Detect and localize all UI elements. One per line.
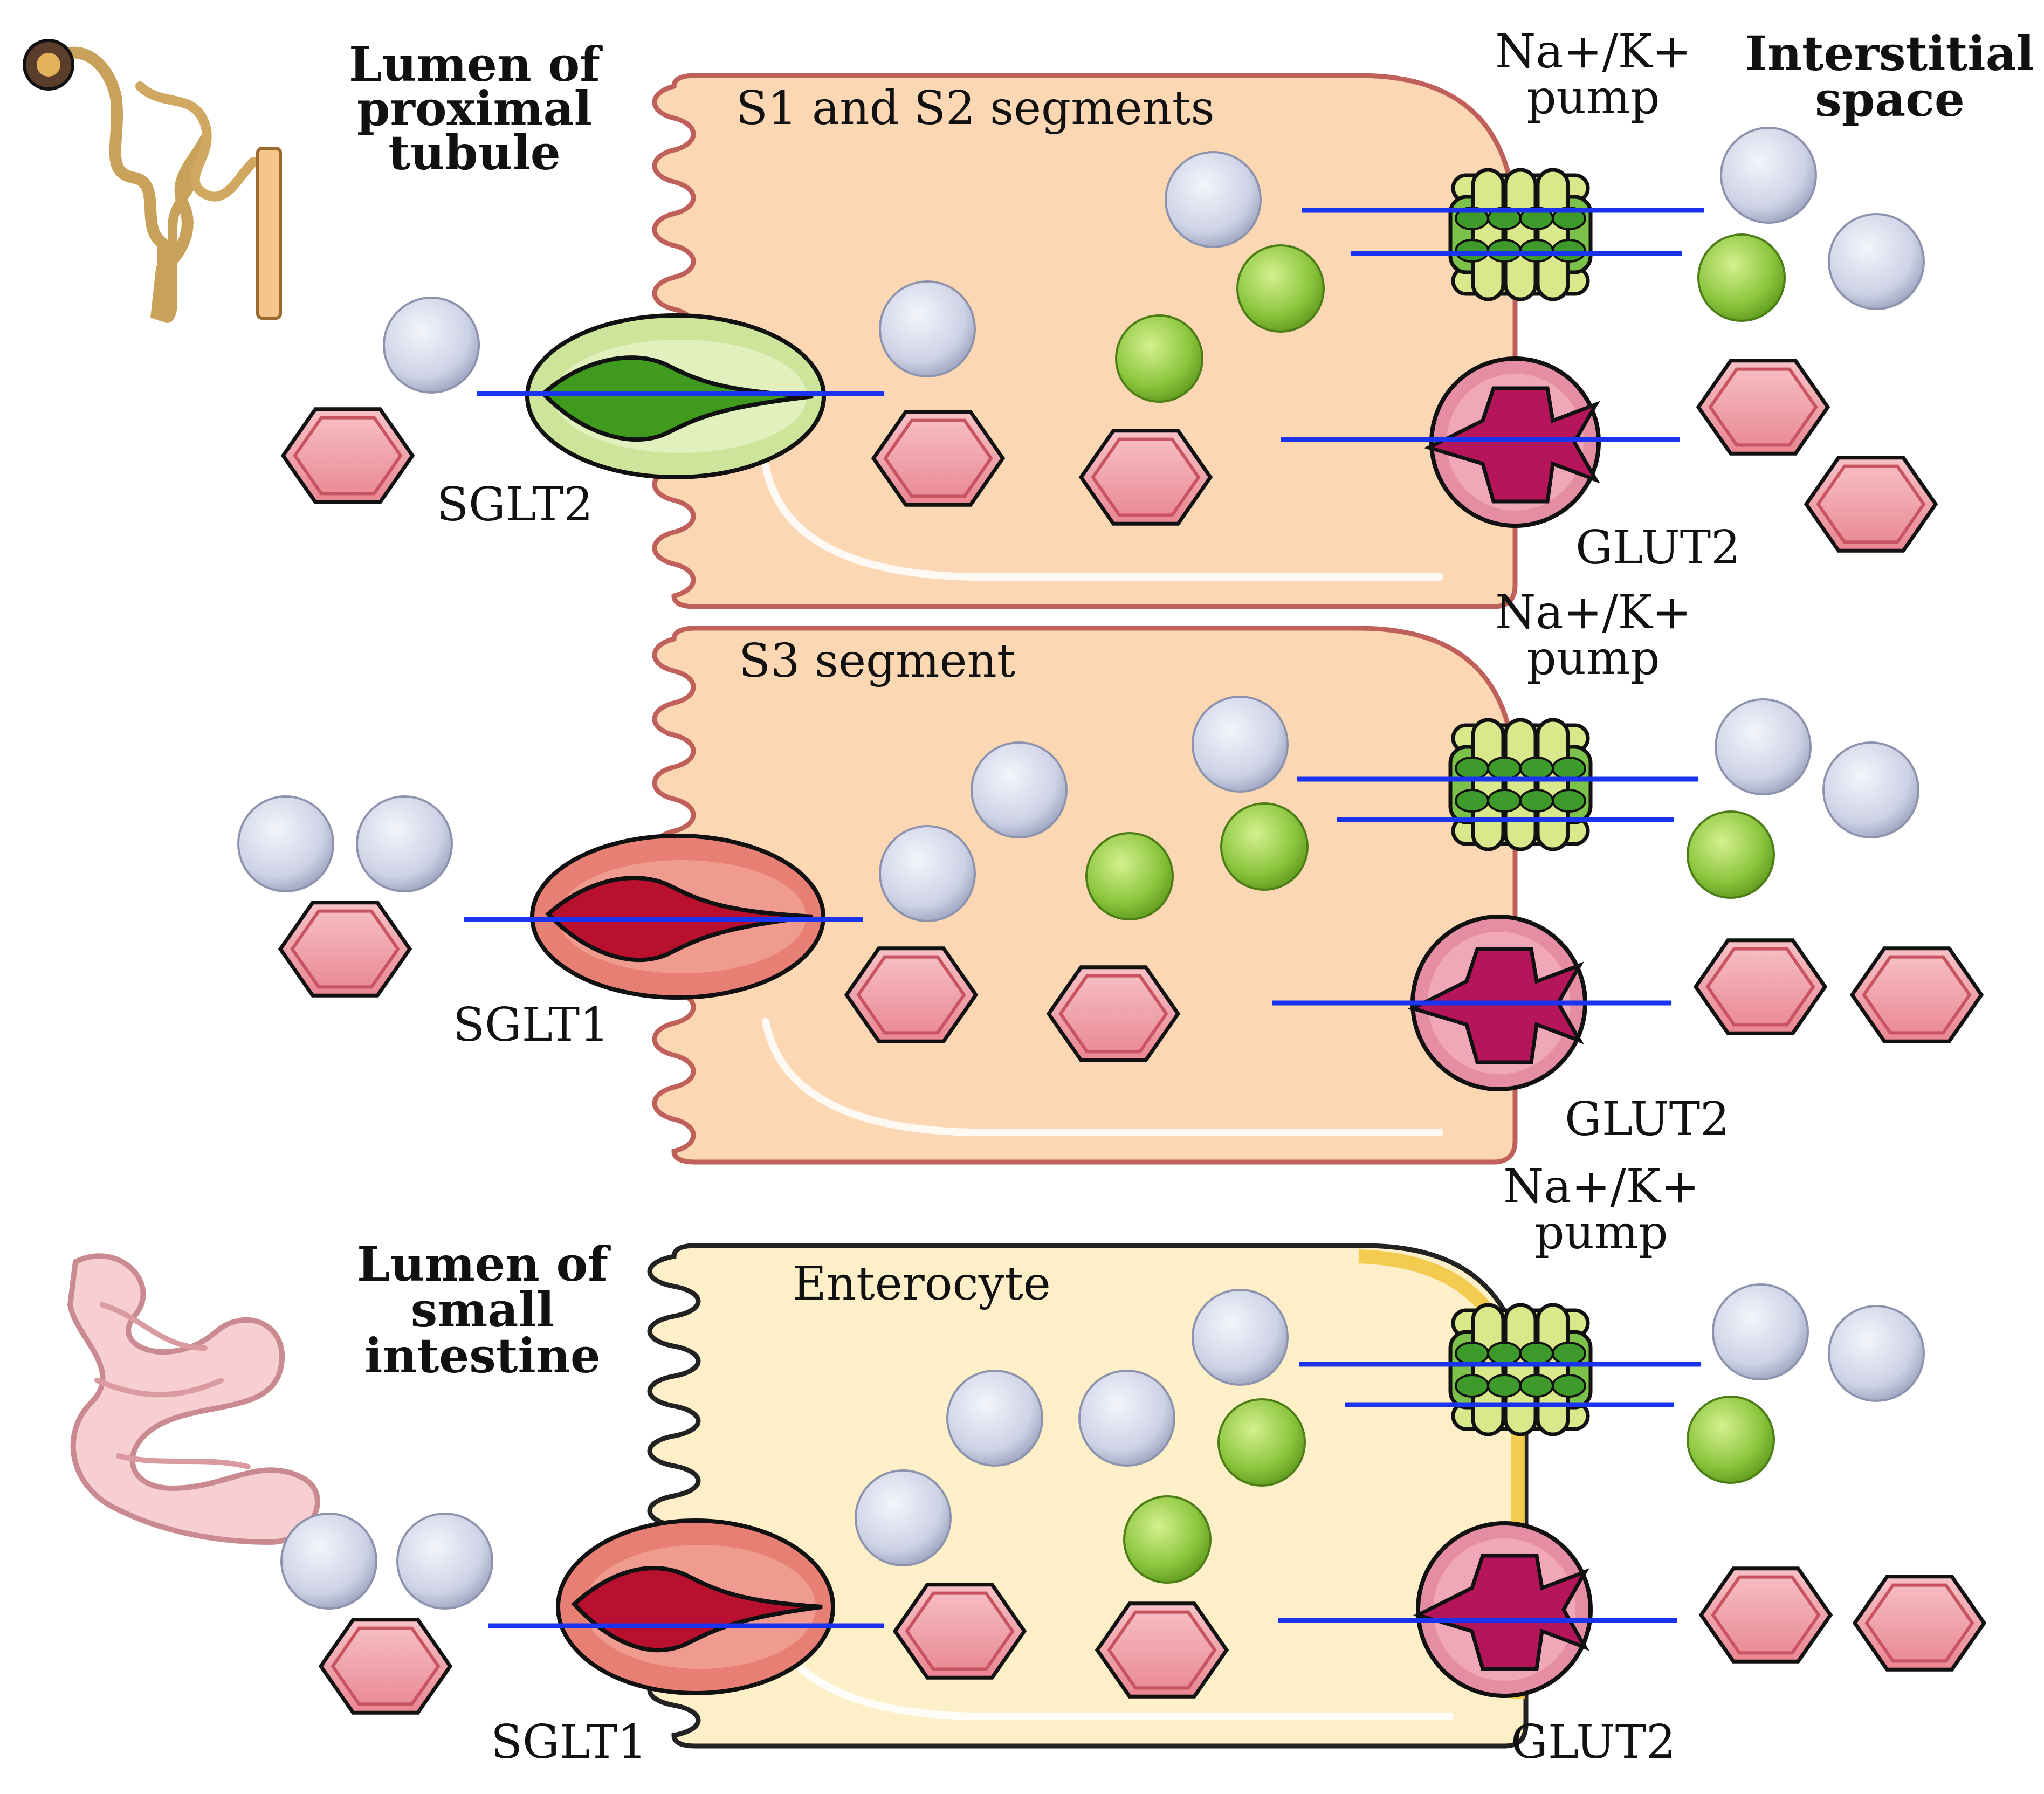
small-intestine-icon xyxy=(67,1253,320,1545)
segment-label: S1 and S2 segments xyxy=(736,81,1215,135)
k-ion xyxy=(1085,832,1174,920)
heading-lumen-intestine: intestine xyxy=(364,1328,601,1384)
cell-s3-highlight xyxy=(762,1018,1443,1136)
na-ion xyxy=(855,1469,952,1566)
heading-lumen-proximal: Lumen of xyxy=(349,36,603,92)
sglt1-transporter-intestine xyxy=(556,1518,835,1695)
sglt2-transporter xyxy=(525,313,826,479)
glucose-molecule xyxy=(1849,946,1984,1043)
glucose-molecule xyxy=(280,407,415,504)
heading-lumen-intestine: small xyxy=(411,1282,555,1338)
na-ion xyxy=(1715,698,1812,795)
heading-lumen-proximal: tubule xyxy=(388,125,561,181)
k-ion xyxy=(1697,233,1786,322)
na-ion xyxy=(879,825,976,922)
glucose-molecule xyxy=(1852,1575,1987,1672)
glucose-molecule xyxy=(844,946,979,1043)
pump-label: pump xyxy=(1526,631,1660,685)
na-ion xyxy=(1192,696,1289,793)
na-ion xyxy=(1192,1289,1289,1386)
na-ion xyxy=(1828,213,1925,310)
glucose-molecule xyxy=(1698,1566,1833,1664)
na-ion xyxy=(1822,741,1919,838)
na-ion xyxy=(356,795,453,892)
na-k-pump-3 xyxy=(1448,1303,1593,1436)
glut2-transporter-1 xyxy=(1423,356,1601,528)
cotransporter-label: SGLT1 xyxy=(491,1715,647,1769)
pump-label: Na+/K+ xyxy=(1495,586,1691,640)
na-ion xyxy=(280,1513,377,1610)
na-ion xyxy=(946,1370,1043,1467)
glucose-molecule xyxy=(318,1618,453,1715)
k-ion xyxy=(1236,244,1325,333)
na-ion xyxy=(1720,127,1817,224)
k-ion xyxy=(1687,1396,1775,1484)
glut2-label: GLUT2 xyxy=(1511,1715,1676,1769)
heading-interstitial-space: Interstitial xyxy=(1745,25,2034,81)
heading-lumen-intestine: Lumen of xyxy=(357,1236,611,1292)
glucose-molecule xyxy=(892,1583,1027,1680)
glucose-molecule xyxy=(1078,429,1213,526)
glucose-molecule xyxy=(1804,456,1938,553)
glucose-molecule xyxy=(871,410,1006,507)
na-ion xyxy=(971,741,1068,838)
glucose-molecule xyxy=(1693,938,1828,1035)
segment-label: Enterocyte xyxy=(793,1257,1051,1311)
pump-label: pump xyxy=(1526,71,1660,125)
cotransporter-label: SGLT1 xyxy=(453,998,609,1052)
pump-label: Na+/K+ xyxy=(1503,1160,1699,1214)
glucose-molecule xyxy=(1095,1601,1229,1699)
k-ion xyxy=(1220,802,1309,891)
glucose-molecule xyxy=(1696,359,1830,456)
glucose-molecule xyxy=(278,901,412,998)
pump-label: Na+/K+ xyxy=(1495,25,1691,79)
sglt1-transporter-kidney xyxy=(530,834,825,1000)
na-ion xyxy=(1712,1283,1809,1380)
na-ion xyxy=(237,795,334,892)
k-ion xyxy=(1687,810,1775,899)
heading-lumen-proximal: proximal xyxy=(357,80,592,136)
glut2-transporter-3 xyxy=(1413,1521,1593,1698)
glut2-label: GLUT2 xyxy=(1565,1092,1730,1146)
k-ion xyxy=(1217,1398,1306,1487)
glucose-molecule xyxy=(1046,965,1181,1062)
segment-label: S3 segment xyxy=(739,634,1015,688)
heading-interstitial-space: space xyxy=(1815,71,1965,127)
na-k-pump-2 xyxy=(1448,718,1593,851)
na-ion xyxy=(1078,1370,1175,1467)
pump-label: pump xyxy=(1534,1206,1668,1260)
k-ion xyxy=(1123,1495,1212,1584)
cotransporter-label: SGLT2 xyxy=(437,478,593,532)
na-ion xyxy=(1828,1305,1925,1402)
na-ion xyxy=(396,1513,493,1610)
nephron-icon xyxy=(23,39,282,323)
glut2-label: GLUT2 xyxy=(1575,521,1740,575)
cell-s1-s2-highlight xyxy=(762,463,1443,581)
na-ion xyxy=(1165,151,1262,248)
na-k-pump-1 xyxy=(1448,168,1593,301)
na-ion xyxy=(383,297,480,394)
k-ion xyxy=(1115,314,1203,403)
na-ion xyxy=(879,280,976,377)
